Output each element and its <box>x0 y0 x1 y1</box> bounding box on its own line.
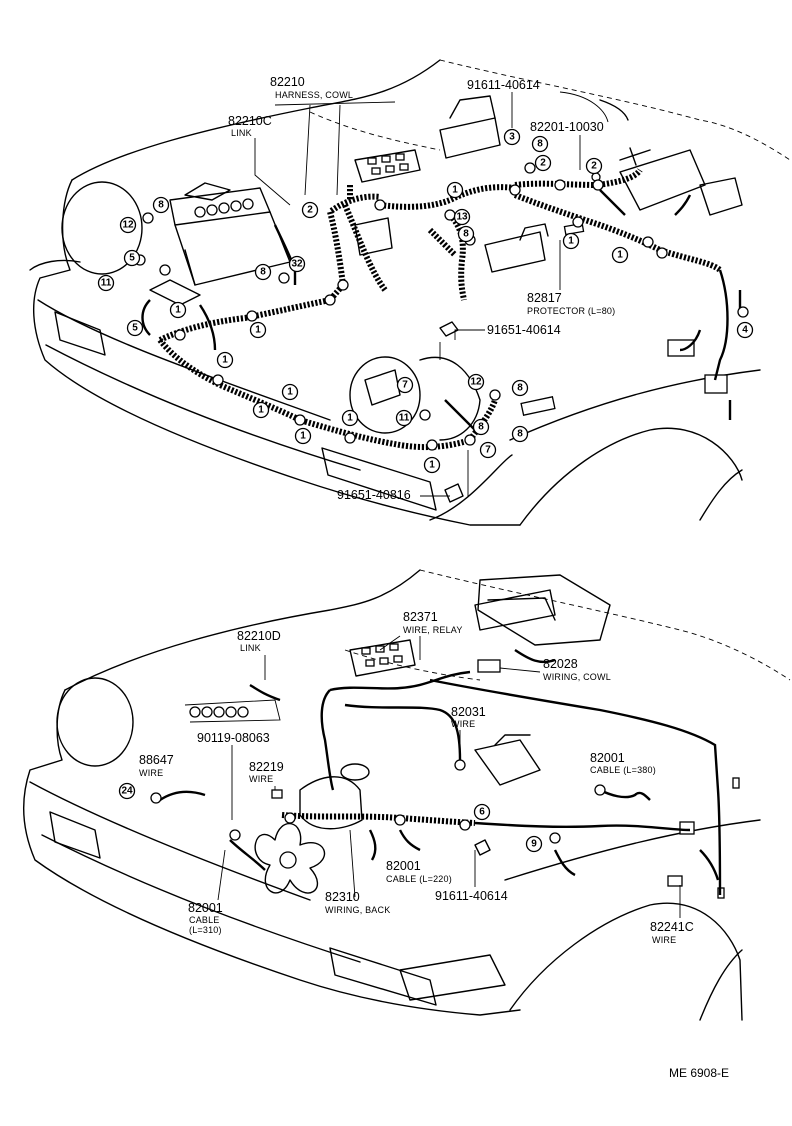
part-number-82201-10030: 82201-10030 <box>530 120 604 134</box>
part-desc-wire-relay: WIRE, RELAY <box>403 625 463 635</box>
callout-2: 2 <box>591 161 597 172</box>
callout-8: 8 <box>463 229 469 240</box>
part-desc-cable-l220: CABLE (L=220) <box>386 874 452 884</box>
callout-1: 1 <box>175 305 181 316</box>
part-desc-wiring-cowl: WIRING, COWL <box>543 672 611 682</box>
part-number-91611-40614: 91611-40614 <box>467 78 540 92</box>
callout-8: 8 <box>158 200 164 211</box>
callout-24: 24 <box>121 786 133 797</box>
callout-8: 8 <box>517 429 523 440</box>
bottom-car-body <box>22 569 791 1021</box>
part-number-82241c: 82241C <box>650 920 694 934</box>
callout-1: 1 <box>222 355 228 366</box>
diagram-code: ME 6908-E <box>669 1066 729 1080</box>
part-desc-link: LINK <box>231 128 252 138</box>
part-number-82310: 82310 <box>325 890 360 904</box>
callout-7: 7 <box>485 445 491 456</box>
top-car-body <box>29 59 791 526</box>
part-desc-wiring-back: WIRING, BACK <box>325 905 390 915</box>
part-number-82001-l310: 82001 <box>188 901 223 915</box>
part-desc-wire-82241c: WIRE <box>652 935 676 945</box>
bottom-labels: 82210D LINK 82371 WIRE, RELAY 82028 WIRI… <box>139 610 694 945</box>
part-desc-l310: (L=310) <box>189 925 222 935</box>
callout-1: 1 <box>255 325 261 336</box>
part-number-91651-40816: 91651-40816 <box>337 488 411 502</box>
part-number-82028: 82028 <box>543 657 578 671</box>
callout-1: 1 <box>452 185 458 196</box>
battery-cells <box>194 198 254 218</box>
part-desc-cable-l380: CABLE (L=380) <box>590 765 656 775</box>
callout-1: 1 <box>429 460 435 471</box>
top-callouts: 12 8 5 11 5 1 1 1 1 1 1 1 1 2 8 32 1 13 … <box>97 128 754 474</box>
callout-11: 11 <box>101 278 112 289</box>
callout-12: 12 <box>122 220 134 231</box>
top-clamps <box>134 162 749 451</box>
callout-12: 12 <box>470 377 482 388</box>
part-desc-protector: PROTECTOR (L=80) <box>527 306 615 316</box>
callout-1: 1 <box>300 431 306 442</box>
callout-32: 32 <box>291 259 303 270</box>
callout-8: 8 <box>537 139 543 150</box>
part-number-82031: 82031 <box>451 705 486 719</box>
part-number-82817: 82817 <box>527 291 562 305</box>
battery-tray <box>184 699 281 723</box>
part-number-90119-08063: 90119-08063 <box>197 731 270 745</box>
top-components <box>149 95 743 503</box>
callout-2: 2 <box>307 205 313 216</box>
bottom-callouts: 24 6 9 <box>118 782 543 853</box>
callout-5: 5 <box>132 323 138 334</box>
callout-3: 3 <box>509 132 515 143</box>
callout-1: 1 <box>258 405 264 416</box>
part-number-82219: 82219 <box>249 760 284 774</box>
callout-5: 5 <box>129 253 135 264</box>
part-desc-wire-82219: WIRE <box>249 774 273 784</box>
bottom-clamps <box>150 759 606 844</box>
callout-1: 1 <box>347 413 353 424</box>
part-number-82210: 82210 <box>270 75 305 89</box>
part-desc-cable: CABLE <box>189 915 220 925</box>
callout-1: 1 <box>617 250 623 261</box>
callout-8: 8 <box>260 267 266 278</box>
bottom-components <box>184 589 740 899</box>
callout-11: 11 <box>399 413 410 424</box>
part-number-82210c: 82210C <box>228 114 272 128</box>
part-number-91611-40614-b: 91611-40614 <box>435 889 508 903</box>
part-desc-wire-88647: WIRE <box>139 768 163 778</box>
callout-8: 8 <box>478 422 484 433</box>
callout-1: 1 <box>568 236 574 247</box>
callout-2: 2 <box>540 158 546 169</box>
callout-6: 6 <box>479 807 485 818</box>
part-desc-harness-cowl: HARNESS, COWL <box>275 90 353 100</box>
callout-8: 8 <box>517 383 523 394</box>
part-desc-link-d: LINK <box>240 643 261 653</box>
callout-7: 7 <box>402 380 408 391</box>
callout-13: 13 <box>456 212 468 223</box>
part-number-82371: 82371 <box>403 610 438 624</box>
part-desc-wire-82031: WIRE <box>451 719 475 729</box>
part-number-82001-l220: 82001 <box>386 859 421 873</box>
callout-9: 9 <box>531 839 537 850</box>
top-harness <box>141 168 742 451</box>
part-number-82001-l380: 82001 <box>590 751 625 765</box>
part-number-88647: 88647 <box>139 753 174 767</box>
part-number-91651-40614: 91651-40614 <box>487 323 561 337</box>
callout-1: 1 <box>287 387 293 398</box>
callout-4: 4 <box>742 325 748 336</box>
top-labels: 82210 HARNESS, COWL 82210C LINK 91611-40… <box>228 75 615 502</box>
part-number-82210d: 82210D <box>237 629 281 643</box>
